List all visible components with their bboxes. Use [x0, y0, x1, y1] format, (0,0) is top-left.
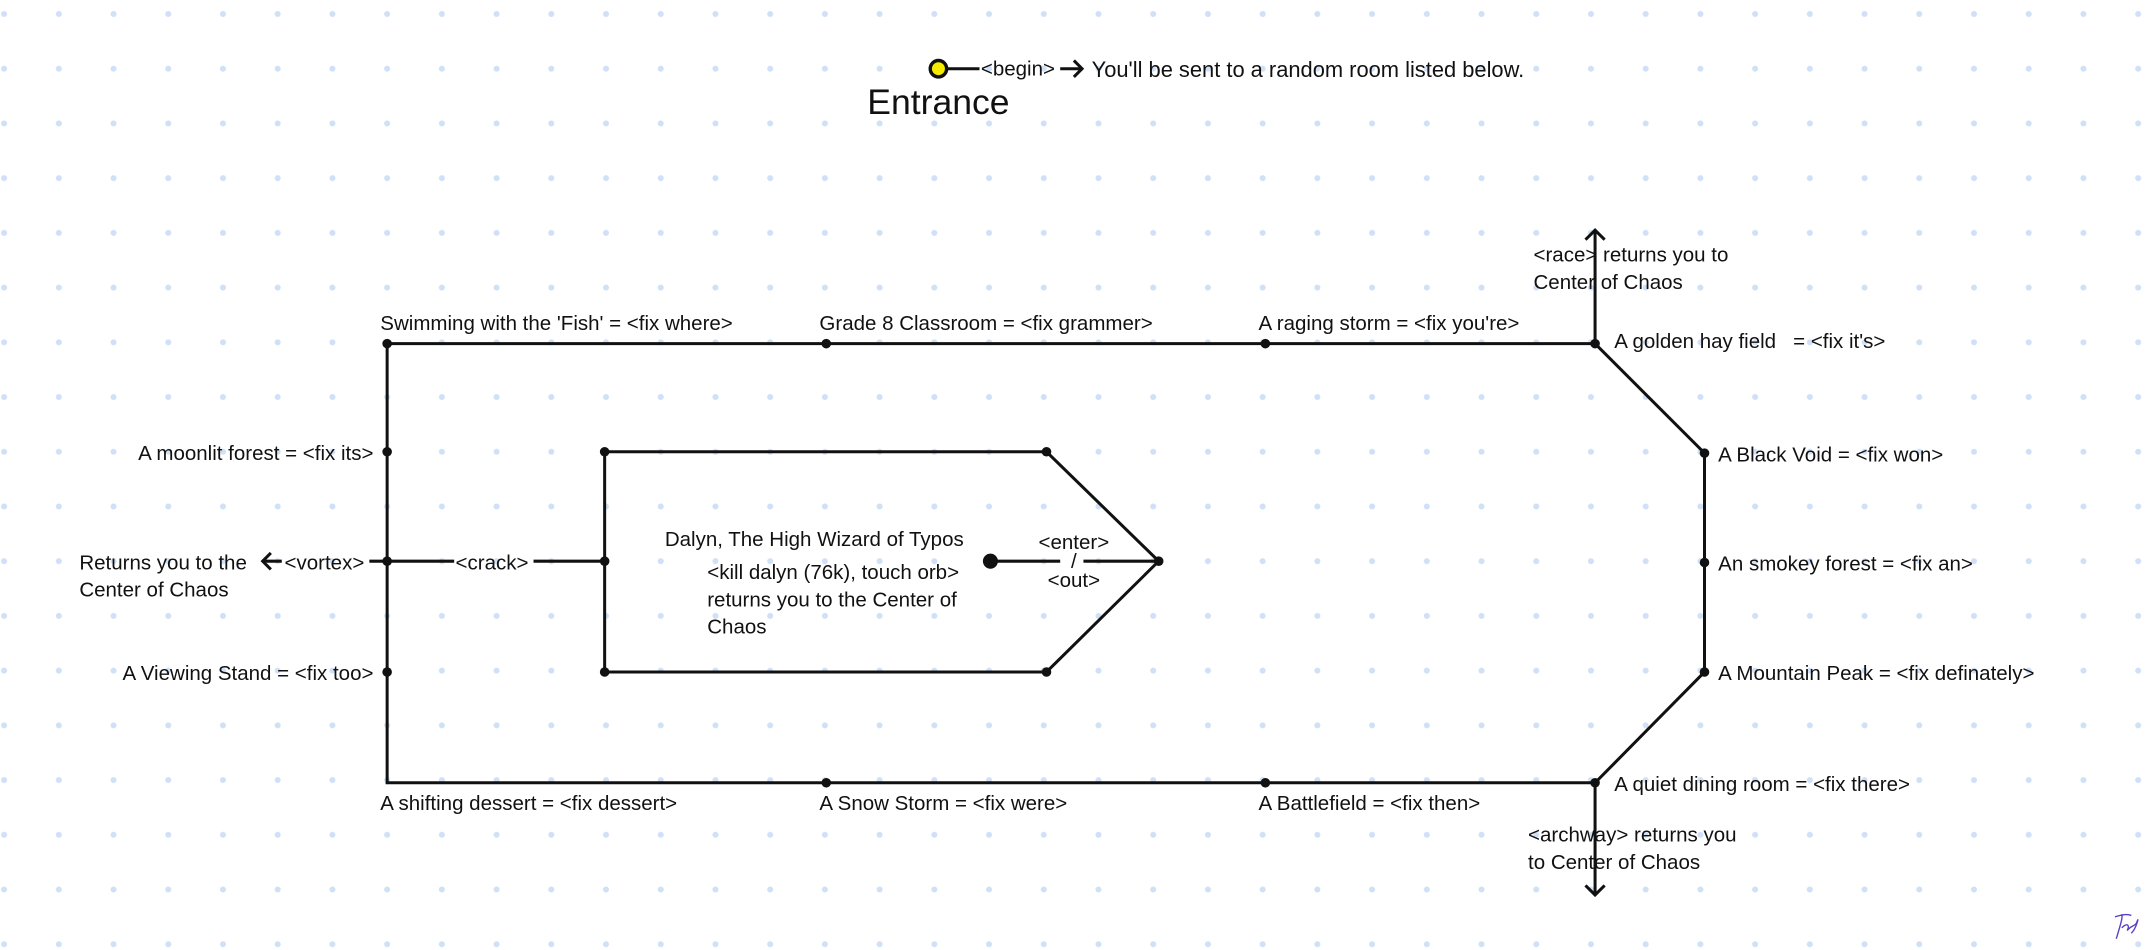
- enter-out-slash: /: [1071, 550, 1077, 573]
- room-node[interactable]: [1153, 556, 1164, 566]
- room-label-snowstorm: A Snow Storm = <fix were>: [819, 792, 1067, 815]
- room-node[interactable]: [599, 667, 610, 677]
- arrow-down-icon: [1584, 884, 1606, 898]
- room-label-storm: A raging storm = <fix you're>: [1259, 312, 1520, 335]
- enter-label: <enter>: [1039, 531, 1110, 554]
- room-nodes: [382, 338, 1710, 788]
- boss-desc-line1: <kill dalyn (76k), touch orb>: [707, 561, 959, 584]
- entrance-title: Entrance: [867, 82, 1009, 122]
- arrow-up-icon: [1584, 228, 1606, 241]
- vortex-text-line2: Center of Chaos: [79, 579, 228, 602]
- boss-room: <enter> / <out> Dalyn, The High Wizard o…: [599, 446, 1164, 677]
- room-node[interactable]: [1699, 557, 1710, 568]
- room-node[interactable]: [599, 446, 610, 457]
- room-label-smokey: An smokey forest = <fix an>: [1718, 553, 1973, 576]
- begin-label: <begin>: [981, 58, 1055, 81]
- archway-exit-line2: to Center of Chaos: [1528, 851, 1700, 874]
- room-node[interactable]: [382, 446, 392, 457]
- arrow-right-icon: [1060, 59, 1085, 78]
- room-node[interactable]: [382, 667, 392, 677]
- room-node[interactable]: [1590, 338, 1600, 349]
- room-node[interactable]: [385, 781, 389, 785]
- room-node[interactable]: [1590, 778, 1600, 788]
- begin-text: You'll be sent to a random room listed b…: [1092, 57, 1525, 82]
- room-node[interactable]: [1260, 338, 1271, 349]
- room-node[interactable]: [1041, 446, 1052, 457]
- room-label-swimming: Swimming with the 'Fish' = <fix where>: [380, 312, 732, 335]
- room-node[interactable]: [599, 556, 610, 566]
- out-label: <out>: [1048, 569, 1100, 592]
- entrance: <begin> You'll be sent to a random room …: [867, 57, 1524, 122]
- room-label-classroom: Grade 8 Classroom = <fix grammer>: [819, 312, 1152, 335]
- room-node[interactable]: [1699, 448, 1710, 458]
- room-label-dining: A quiet dining room = <fix there>: [1614, 773, 1910, 796]
- archway-exit-line1: <archway> returns you: [1528, 824, 1737, 847]
- room-label-peak: A Mountain Peak = <fix definately>: [1718, 662, 2034, 685]
- boss-desc-line2: returns you to the Center of: [707, 588, 957, 611]
- room-node[interactable]: [1260, 778, 1271, 788]
- room-label-hay: A golden hay field = <fix it's>: [1614, 330, 1885, 353]
- room-node[interactable]: [382, 556, 392, 566]
- room-node[interactable]: [821, 778, 832, 788]
- room-label-dessert: A shifting dessert = <fix dessert>: [380, 792, 677, 815]
- race-exit-line2: Center of Chaos: [1534, 271, 1683, 294]
- boss-desc-line3: Chaos: [707, 616, 766, 639]
- start-node-icon[interactable]: [928, 58, 949, 79]
- signature-icon: [2114, 913, 2139, 939]
- room-node[interactable]: [1041, 667, 1052, 677]
- crack-label: <crack>: [456, 551, 529, 574]
- room-label-viewing: A Viewing Stand = <fix too>: [123, 662, 374, 685]
- vortex-text-line1: Returns you to the: [79, 551, 247, 574]
- boss-name: Dalyn, The High Wizard of Typos: [665, 528, 964, 551]
- arrow-left-icon: [260, 551, 272, 571]
- room-node[interactable]: [1699, 667, 1710, 677]
- race-exit-line1: <race> returns you to: [1534, 244, 1729, 267]
- room-label-moonlit: A moonlit forest = <fix its>: [138, 442, 373, 465]
- vortex-label: <vortex>: [285, 551, 365, 574]
- room-node[interactable]: [382, 338, 392, 349]
- room-label-battlefield: A Battlefield = <fix then>: [1259, 792, 1481, 815]
- room-node[interactable]: [821, 338, 832, 349]
- room-label-void: A Black Void = <fix won>: [1718, 443, 1943, 466]
